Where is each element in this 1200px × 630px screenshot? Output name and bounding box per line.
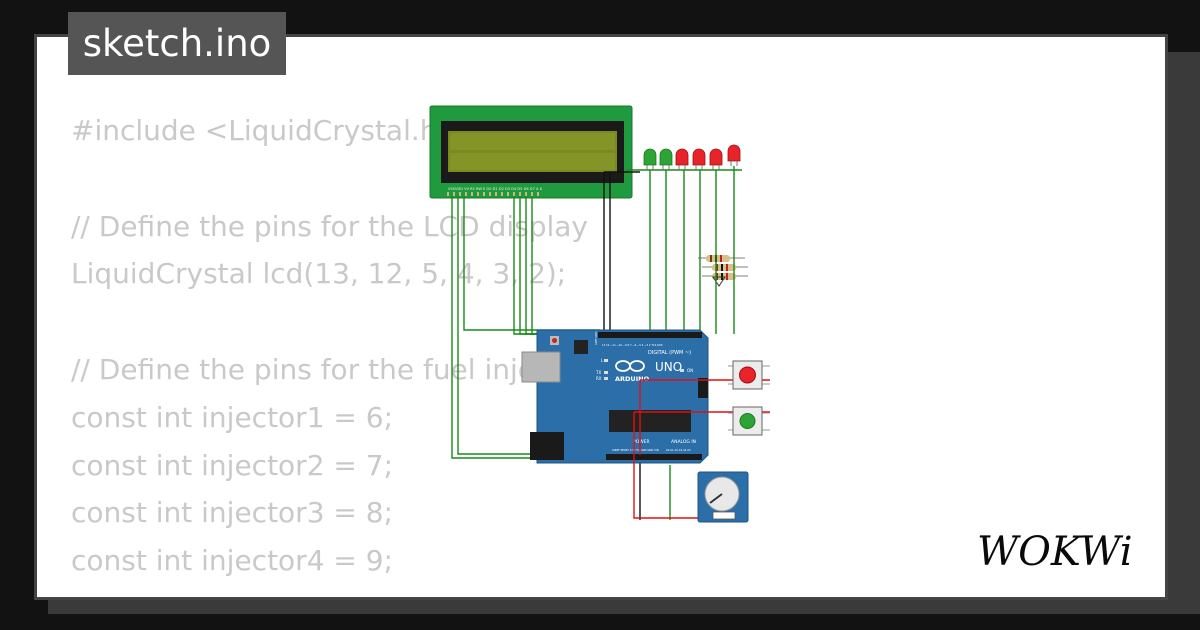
rx-label: RX bbox=[596, 376, 602, 381]
arduino-logo-icon bbox=[615, 360, 645, 372]
usb-port bbox=[521, 351, 561, 383]
power-jack bbox=[530, 432, 564, 460]
reset-button[interactable] bbox=[552, 338, 557, 343]
analog-pin-labels: A0 A1 A2 A3 A4 A5 bbox=[666, 448, 691, 452]
led-red-3[interactable] bbox=[709, 148, 723, 170]
led-green-2[interactable] bbox=[659, 148, 673, 170]
board-model: UNO bbox=[655, 360, 682, 374]
power-label: POWER bbox=[633, 439, 650, 445]
led-red-1[interactable] bbox=[675, 148, 689, 170]
led-red-2[interactable] bbox=[692, 148, 706, 170]
potentiometer[interactable] bbox=[697, 471, 749, 523]
code-line: const int injector3 = 8; bbox=[71, 496, 394, 530]
logo-text: WOKWi bbox=[977, 529, 1133, 575]
file-name-badge: sketch.ino bbox=[68, 12, 286, 75]
code-line: const int injector1 = 6; bbox=[71, 400, 394, 434]
code-line: const int injector4 = 9; bbox=[71, 544, 394, 578]
code-line: // Define the pins for the LCD display bbox=[71, 209, 588, 243]
pushbutton-red[interactable] bbox=[728, 360, 770, 390]
arduino-uno-board[interactable]: DIGITAL (PWM ~) 13 12 ~11 ~10 ~9 8 7 ~6 … bbox=[521, 329, 709, 464]
power-analog-header bbox=[606, 454, 702, 460]
on-label: ON bbox=[687, 368, 693, 373]
resistor-1[interactable] bbox=[698, 255, 745, 262]
led-green-1[interactable] bbox=[643, 148, 657, 170]
led-l-label: L bbox=[601, 358, 604, 363]
wokwi-logo: WOKWi bbox=[977, 529, 1133, 575]
power-pin-labels: IOREF RESET 3.3V 5V GND GND VIN bbox=[612, 448, 659, 452]
analog-label: ANALOG IN bbox=[671, 439, 696, 445]
code-line: #include <LiquidCrystal.h> bbox=[71, 114, 461, 147]
tx-label: TX bbox=[595, 370, 601, 375]
pushbutton-green[interactable] bbox=[728, 406, 770, 436]
code-line: const int injector5 = 10; bbox=[71, 585, 605, 597]
code-preview: #include <LiquidCrystal.h> // Define the … bbox=[71, 107, 605, 597]
digital-pin-labels: 13 12 ~11 ~10 ~9 8 7 ~6 ~5 4 ~3 2 TX1 RX… bbox=[602, 343, 663, 347]
atmega-chip bbox=[609, 410, 691, 432]
lcd-pin-labels: VSSVDD V0 RS RW E D0 D1 D2 D3 D4 D5 D6 D… bbox=[448, 187, 543, 191]
resistor-2[interactable] bbox=[702, 264, 748, 271]
digital-label: DIGITAL (PWM ~) bbox=[648, 350, 691, 356]
code-line: const int injector2 = 7; bbox=[71, 448, 394, 482]
digital-header bbox=[598, 332, 702, 338]
led-red-4[interactable] bbox=[727, 144, 741, 166]
aref-label: AREF GND bbox=[594, 332, 598, 345]
code-line: LiquidCrystal lcd(13, 12, 5, 4, 3, 2); bbox=[71, 257, 567, 291]
board-brand: ARDUINO bbox=[615, 375, 650, 383]
lcd-display: VSSVDD V0 RS RW E D0 D1 D2 D3 D4 D5 D6 D… bbox=[429, 105, 633, 199]
